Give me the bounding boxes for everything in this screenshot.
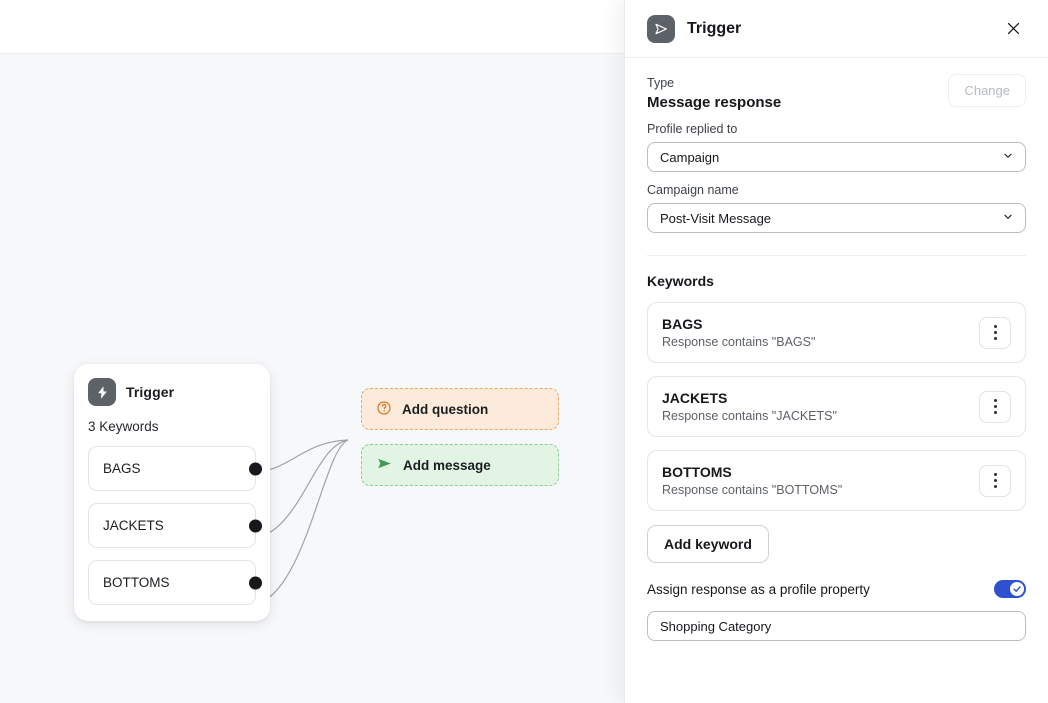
keyword-name: BAGS [662,316,703,332]
node-keyword-chip[interactable]: BOTTOMS [88,560,262,605]
profile-replied-to-select[interactable]: Campaign [647,142,1026,172]
assign-property-row: Assign response as a profile property [647,580,1026,598]
send-arrow-icon [376,455,393,475]
keyword-name: JACKETS [662,390,728,406]
keyword-description: Response contains "BOTTOMS" [662,483,843,497]
connector-handle[interactable] [249,519,262,532]
connector-handle[interactable] [249,462,262,475]
dot [993,337,997,340]
lightning-bolt-icon [88,378,116,406]
keywords-section-title: Keywords [647,273,714,289]
canvas-topbar [0,0,625,54]
keyword-name: BOTTOMS [662,464,732,480]
trigger-node-title: Trigger [126,384,175,400]
node-keyword-label: BAGS [103,461,141,476]
add-question-chip[interactable]: Add question [361,388,559,430]
keyword-description: Response contains "BAGS" [662,335,816,349]
dot [993,473,997,476]
panel-body: Type Message response Change Profile rep… [625,58,1048,703]
node-keyword-chip[interactable]: BAGS [88,446,262,491]
node-keyword-label: JACKETS [103,518,164,533]
dot [993,399,997,402]
campaign-name-label: Campaign name [647,183,739,197]
type-label: Type [647,76,675,90]
panel-header: Trigger [625,0,1048,58]
dot [993,479,997,482]
dot [993,325,997,328]
connector-handle[interactable] [249,576,262,589]
kebab-menu-icon[interactable] [979,316,1011,349]
campaign-name-group: Campaign name Post-Visit Message [647,183,1026,233]
dot [993,411,997,414]
keyword-card-text: BAGS Response contains "BAGS" [662,316,815,349]
assign-property-toggle[interactable] [994,580,1026,598]
type-row: Type Message response Change [647,74,1026,111]
keyword-card[interactable]: BOTTOMS Response contains "BOTTOMS" [647,450,1026,511]
add-keyword-button[interactable]: Add keyword [647,525,769,563]
profile-replied-to-group: Profile replied to Campaign [647,122,1026,172]
add-message-chip[interactable]: Add message [361,444,559,486]
dot [993,485,997,488]
kebab-menu-icon[interactable] [979,390,1011,423]
dot [993,405,997,408]
trigger-node-subtitle: 3 Keywords [88,419,159,434]
add-question-label: Add question [402,401,489,417]
dot [993,331,997,334]
trigger-node-header: Trigger [88,378,256,406]
profile-replied-to-label: Profile replied to [647,122,738,136]
assign-property-label: Assign response as a profile property [647,581,870,597]
node-keyword-chip[interactable]: JACKETS [88,503,262,548]
campaign-name-value: Post-Visit Message [660,210,772,226]
profile-property-input[interactable] [647,611,1026,641]
campaign-name-select[interactable]: Post-Visit Message [647,203,1026,233]
profile-replied-to-value: Campaign [660,149,720,165]
keyword-description: Response contains "JACKETS" [662,409,837,423]
add-message-label: Add message [403,457,491,473]
keyword-card-text: JACKETS Response contains "JACKETS" [662,390,837,423]
type-info: Type Message response [647,74,781,111]
change-type-button[interactable]: Change [948,74,1026,107]
chevron-down-icon [1002,211,1014,226]
keyword-card[interactable]: JACKETS Response contains "JACKETS" [647,376,1026,437]
chevron-down-icon [1002,150,1014,165]
keyword-card-text: BOTTOMS Response contains "BOTTOMS" [662,464,842,497]
trigger-node[interactable]: Trigger 3 Keywords BAGS JACKETS BOTTOMS [74,364,270,621]
keyword-card[interactable]: BAGS Response contains "BAGS" [647,302,1026,363]
close-icon[interactable] [1000,16,1026,42]
toggle-knob [1010,582,1024,596]
question-circle-icon [376,400,392,419]
node-keyword-label: BOTTOMS [103,575,170,590]
flow-canvas[interactable]: Trigger 3 Keywords BAGS JACKETS BOTTOMS [0,54,625,703]
panel-title: Trigger [687,19,742,37]
type-value: Message response [647,94,782,111]
trigger-details-panel: Trigger Type Message response Change Pro… [624,0,1048,703]
send-arrow-icon [647,14,675,43]
kebab-menu-icon[interactable] [979,464,1011,497]
section-divider [647,255,1026,256]
